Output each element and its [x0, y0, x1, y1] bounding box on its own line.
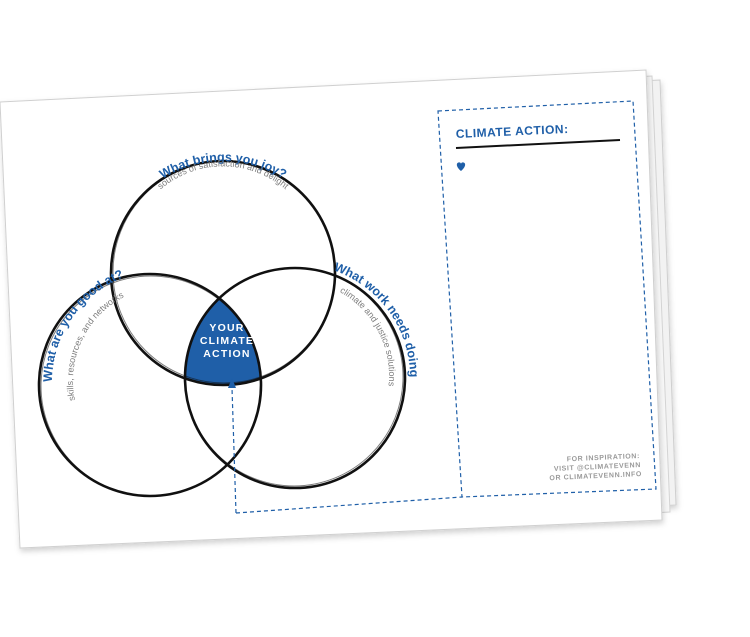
climate-action-panel: CLIMATE ACTION: FOR INSPIRATION: VISIT @… — [437, 100, 657, 498]
center-intersection-fill — [185, 274, 261, 385]
inspiration-line3: OR CLIMATEVENN.INFO — [549, 471, 642, 482]
panel-heading: CLIMATE ACTION: — [456, 122, 569, 141]
panel-heading-underline — [455, 139, 621, 149]
center-label-line1: YOUR — [209, 322, 244, 334]
circle-joy-sketch — [112, 160, 336, 384]
inspiration-line2: VISIT @CLIMATEVENN — [554, 462, 641, 473]
inspiration-line1: FOR INSPIRATION: — [567, 453, 640, 463]
panel-dashed-border — [437, 100, 657, 498]
center-label-line3: ACTION — [203, 348, 250, 360]
circle-work-sketch — [184, 267, 404, 487]
heart-icon — [456, 162, 466, 171]
connector-bottom-line — [235, 496, 463, 514]
circle-skills-sketch — [40, 275, 262, 497]
dashed-connector — [228, 378, 463, 514]
paper-sheet-top — [0, 69, 663, 549]
paper-stack — [0, 69, 677, 549]
center-label-line2: CLIMATE — [200, 335, 254, 347]
arrow-up-icon — [228, 378, 236, 388]
